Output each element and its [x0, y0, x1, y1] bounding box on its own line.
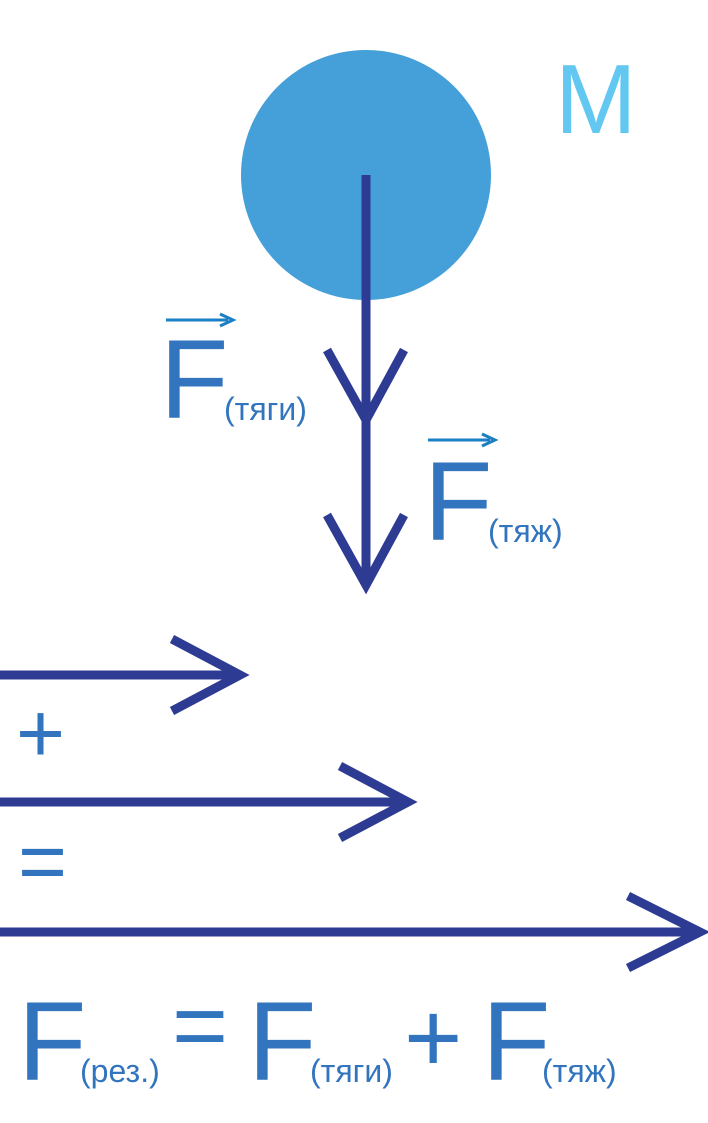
thrust-arrowhead	[323, 347, 408, 430]
gravity-arrowhead	[323, 512, 408, 595]
gravity-force-letter: F	[424, 439, 492, 564]
gravity-vector-arrowhead	[337, 762, 418, 842]
thrust-force-subscript: (тяги)	[224, 391, 307, 427]
vector-arrow-icon-head	[481, 432, 499, 448]
vector-addition	[0, 635, 708, 973]
force-vectors	[323, 175, 408, 595]
formula-gravity-letter: F	[482, 979, 550, 1104]
gravity-force-label: F (тяж)	[424, 432, 563, 564]
resultant-vector-arrowhead	[625, 891, 708, 973]
formula-result-subscript: (рез.)	[80, 1053, 160, 1089]
vector-arrow-icon-head	[219, 312, 237, 328]
thrust-force-letter: F	[160, 317, 228, 442]
mass-label: M	[555, 44, 637, 154]
formula-thrust-letter: F	[248, 979, 316, 1104]
plus-sign: +	[16, 686, 65, 780]
formula-thrust-subscript: (тяги)	[310, 1053, 393, 1089]
formula-result-letter: F	[18, 979, 86, 1104]
resultant-force-formula: F (рез.) = F (тяги) + F (тяж)	[18, 972, 617, 1104]
formula-plus: +	[404, 982, 462, 1094]
equals-sign: =	[18, 814, 67, 908]
formula-equals: =	[172, 972, 228, 1079]
thrust-vector-arrowhead	[169, 635, 250, 715]
gravity-force-subscript: (тяж)	[488, 513, 563, 549]
formula-gravity-subscript: (тяж)	[542, 1053, 617, 1089]
thrust-force-label: F (тяги)	[160, 312, 307, 442]
